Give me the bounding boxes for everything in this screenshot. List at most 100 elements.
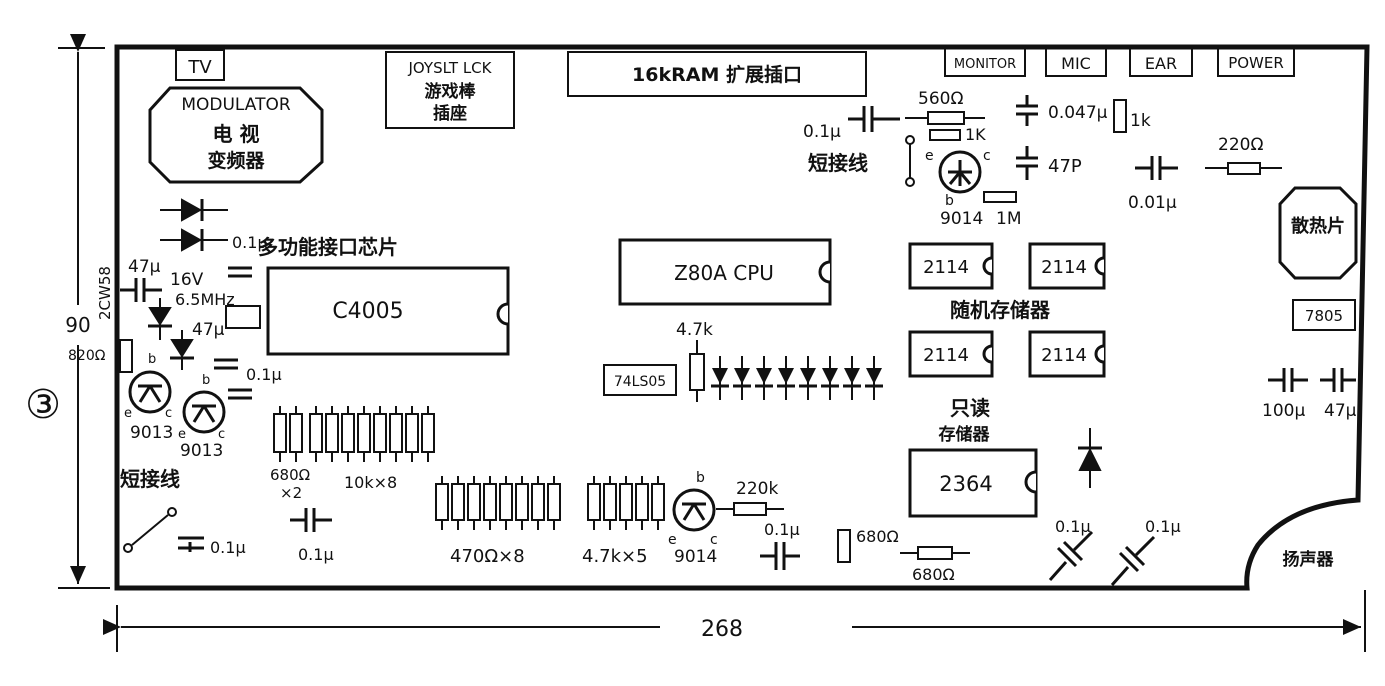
resistor-1k-small xyxy=(929,129,961,141)
pin-e-9014b: e xyxy=(668,532,677,548)
q-9014-top-label: 9014 xyxy=(940,209,983,229)
figure-number: ③ xyxy=(25,382,61,428)
diode xyxy=(755,356,773,400)
capacitor-100u xyxy=(1268,368,1308,392)
ram-expansion-socket xyxy=(567,51,867,97)
r-220-label: 220Ω xyxy=(1218,135,1263,155)
ram-chip-3-label: 2114 xyxy=(923,345,969,366)
ram-chip-1-label: 2114 xyxy=(923,257,969,278)
diode xyxy=(865,356,883,400)
c-0-047u-label: 0.047μ xyxy=(1048,103,1108,123)
ram-chip-2 xyxy=(1028,242,1106,290)
c-47u-16v-label-a: 47μ xyxy=(128,257,161,277)
diode xyxy=(799,356,817,400)
c-0-1u-left-label: 0.1μ xyxy=(232,233,268,252)
resistor-470 xyxy=(531,476,545,530)
ram-chip-4-label: 2114 xyxy=(1041,345,1087,366)
c-0-1u-b1-label: 0.1μ xyxy=(210,538,246,557)
resistor-680 xyxy=(273,406,287,462)
tv-connector xyxy=(175,49,225,81)
resistor-4k7-top xyxy=(689,353,705,391)
resistor-4k7 xyxy=(587,476,601,530)
pin-b-9013b: b xyxy=(202,373,210,388)
r-4k7x5-label: 4.7k×5 xyxy=(582,546,648,567)
resistor-10k xyxy=(309,406,323,462)
resistor-470 xyxy=(435,476,449,530)
resistor-1k xyxy=(1113,99,1127,133)
pin-b-9013a: b xyxy=(148,352,156,367)
jumper-bottom xyxy=(131,514,169,546)
dimension-height-label: 90 xyxy=(65,313,90,337)
r-4k7-top-label: 4.7k xyxy=(676,320,713,340)
c-47p-label: 47P xyxy=(1048,156,1082,177)
pin-b-9014b: b xyxy=(696,470,705,486)
monitor-jack-label: MONITOR xyxy=(954,57,1016,72)
chip-74ls05 xyxy=(603,364,677,396)
diode xyxy=(843,356,861,400)
resistor-470 xyxy=(515,476,529,530)
resistor-4k7 xyxy=(603,476,617,530)
dimension-height xyxy=(58,34,110,589)
r-680x2-count: ×2 xyxy=(280,484,302,502)
resistor-220 xyxy=(1227,162,1261,175)
resistor-560 xyxy=(927,111,965,125)
chip-z80a-label: Z80A CPU xyxy=(674,261,774,285)
transistor-9014-bottom xyxy=(672,488,716,532)
resistor-10k xyxy=(325,406,339,462)
pin-c-top: c xyxy=(983,148,991,164)
resistor-470 xyxy=(451,476,465,530)
transistor-9014-top xyxy=(938,150,982,194)
resistor-10k xyxy=(405,406,419,462)
capacitor-47p xyxy=(1016,146,1038,180)
regulator-7805 xyxy=(1292,299,1356,331)
resistor-470 xyxy=(483,476,497,530)
jumper-top-label: 短接线 xyxy=(808,151,868,175)
c-47u-left-label: 47μ xyxy=(192,320,225,340)
q-9014-bottom-label: 9014 xyxy=(674,547,717,567)
zener-2cw58 xyxy=(148,298,172,340)
capacitor-0-1u-b2 xyxy=(290,508,332,532)
joystick-label-3: 插座 xyxy=(433,103,467,124)
mic-jack xyxy=(1045,47,1107,77)
capacitor-0-047u xyxy=(1016,95,1038,126)
r-1k-label: 1k xyxy=(1130,111,1151,131)
ram-expansion-label: 16kRAM 扩展插口 xyxy=(632,64,802,86)
capacitor-0-1u-top xyxy=(848,106,900,132)
ram-caption: 随机存储器 xyxy=(950,298,1051,322)
chip-c4005-label: C4005 xyxy=(332,299,403,324)
r-10kx8-label: 10k×8 xyxy=(344,473,397,492)
diode-2cw58-label: 2CW58 xyxy=(96,266,114,320)
resistor-220k xyxy=(733,502,767,516)
diode-top-2 xyxy=(160,228,228,252)
capacitor-0-1u-b5 xyxy=(1110,535,1156,586)
capacitor-0-1u-mid xyxy=(214,358,252,400)
resistor-10k xyxy=(341,406,355,462)
resistor-4k7 xyxy=(635,476,649,530)
diode xyxy=(711,356,729,400)
rom-chip-label: 2364 xyxy=(939,472,992,496)
ram-chip-2-label: 2114 xyxy=(1041,257,1087,278)
c-0-01u-label: 0.01μ xyxy=(1128,193,1177,213)
capacitor-0-1u-b3 xyxy=(760,542,800,570)
c-0-1u-b4-label: 0.1μ xyxy=(1055,517,1091,536)
r-470x8-label: 470Ω×8 xyxy=(450,546,525,567)
joystick-socket xyxy=(385,51,515,129)
r-560-label: 560Ω xyxy=(918,89,963,109)
resistor-10k xyxy=(421,406,435,462)
r-820-label: 820Ω xyxy=(68,348,106,364)
r-1k-small-label: 1K xyxy=(965,125,986,144)
resistor-10k xyxy=(357,406,371,462)
joystick-label-2: 游戏棒 xyxy=(425,81,477,102)
diode-vertical-right xyxy=(1078,428,1102,488)
resistor-4k7 xyxy=(651,476,665,530)
c-47u-16v-label-b: 16V xyxy=(170,270,204,290)
power-jack-label: POWER xyxy=(1228,54,1284,72)
board-outline xyxy=(114,44,1370,591)
capacitor-0-1u-b4 xyxy=(1048,530,1094,581)
speaker-label: 扬声器 xyxy=(1283,549,1335,570)
r-1m-label: 1M xyxy=(996,209,1021,229)
tv-connector-label: TV xyxy=(187,57,212,78)
resistor-680-b xyxy=(917,546,953,560)
resistor-10k xyxy=(389,406,403,462)
